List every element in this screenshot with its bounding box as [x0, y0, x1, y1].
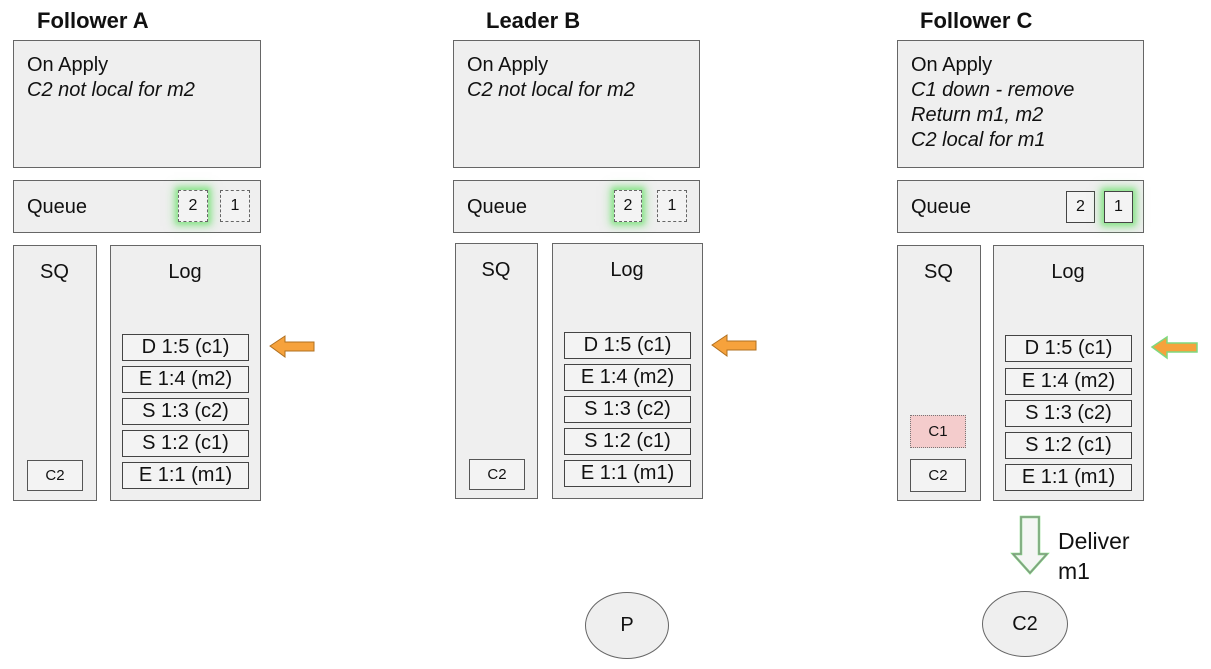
sq-item-removed: C1: [910, 415, 966, 448]
leader-b-sq-box: SQ C2: [455, 243, 538, 499]
sq-title: SQ: [40, 261, 69, 283]
deliver-line: m1: [1058, 558, 1090, 584]
leader-b-apply-box: On Apply C2 not local for m2: [453, 40, 700, 168]
queue-label: Queue: [911, 196, 972, 218]
log-entry: S 1:3 (c2): [122, 398, 249, 425]
follower-c-title: Follower C: [920, 8, 1033, 33]
log-entry: D 1:5 (c1): [1005, 335, 1132, 362]
left-arrow-icon: [1150, 335, 1198, 360]
follower-a-title: Follower A: [37, 8, 149, 33]
queue-item: 1: [220, 190, 250, 222]
deliver-label: Deliver m1: [1058, 526, 1130, 586]
log-entry: S 1:2 (c1): [122, 430, 249, 457]
queue-item: 2: [178, 190, 208, 222]
queue-item: 2: [614, 190, 642, 222]
follower-c-sq-box: SQ C1 C2: [897, 245, 981, 501]
apply-heading: On Apply: [911, 54, 993, 76]
left-arrow-icon: [269, 335, 315, 358]
follower-c-log-box: Log D 1:5 (c1) E 1:4 (m2) S 1:3 (c2) S 1…: [993, 245, 1144, 501]
log-title: Log: [168, 261, 202, 283]
queue-item: 1: [1104, 191, 1133, 223]
log-entry: D 1:5 (c1): [122, 334, 249, 361]
sq-item: C2: [910, 459, 966, 492]
sq-item: C2: [469, 459, 525, 490]
log-entry: E 1:4 (m2): [1005, 368, 1132, 395]
down-arrow-icon: [1010, 515, 1050, 575]
log-entry: E 1:4 (m2): [122, 366, 249, 393]
log-entry: S 1:2 (c1): [1005, 432, 1132, 459]
deliver-line: Deliver: [1058, 528, 1130, 554]
log-entry: E 1:4 (m2): [564, 364, 691, 391]
apply-note: C2 not local for m2: [467, 79, 635, 101]
follower-a-queue-box: Queue 2 1: [13, 180, 261, 233]
leader-b-title: Leader B: [486, 8, 581, 33]
node-c2: C2: [982, 591, 1068, 657]
log-entry: E 1:1 (m1): [1005, 464, 1132, 491]
sq-item: C2: [27, 460, 83, 491]
log-entry: S 1:3 (c2): [1005, 400, 1132, 427]
follower-a-sq-box: SQ C2: [13, 245, 97, 501]
leader-b-queue-box: Queue 2 1: [453, 180, 700, 233]
apply-note: C2 not local for m2: [27, 79, 195, 101]
follower-c-apply-box: On Apply C1 down - remove Return m1, m2 …: [897, 40, 1144, 168]
follower-a-log-box: Log D 1:5 (c1) E 1:4 (m2) S 1:3 (c2) S 1…: [110, 245, 261, 501]
queue-label: Queue: [467, 196, 528, 218]
follower-a-apply-box: On Apply C2 not local for m2: [13, 40, 261, 168]
apply-heading: On Apply: [27, 54, 109, 76]
log-entry: E 1:1 (m1): [122, 462, 249, 489]
sq-title: SQ: [481, 259, 511, 281]
log-entry: D 1:5 (c1): [564, 332, 691, 359]
queue-item: 1: [657, 190, 687, 222]
log-entry: S 1:3 (c2): [564, 396, 691, 423]
log-entry: S 1:2 (c1): [564, 428, 691, 455]
node-p: P: [585, 592, 669, 659]
apply-note: C2 local for m1: [911, 129, 1046, 151]
log-title: Log: [1051, 261, 1085, 283]
sq-title: SQ: [924, 261, 953, 283]
left-arrow-icon: [711, 334, 757, 357]
queue-item: 2: [1066, 191, 1095, 223]
queue-label: Queue: [27, 196, 88, 218]
follower-c-queue-box: Queue 2 1: [897, 180, 1144, 233]
apply-heading: On Apply: [467, 54, 549, 76]
log-title: Log: [610, 259, 644, 281]
leader-b-log-box: Log D 1:5 (c1) E 1:4 (m2) S 1:3 (c2) S 1…: [552, 243, 703, 499]
apply-note: C1 down - remove: [911, 79, 1075, 101]
apply-note: Return m1, m2: [911, 104, 1044, 126]
log-entry: E 1:1 (m1): [564, 460, 691, 487]
